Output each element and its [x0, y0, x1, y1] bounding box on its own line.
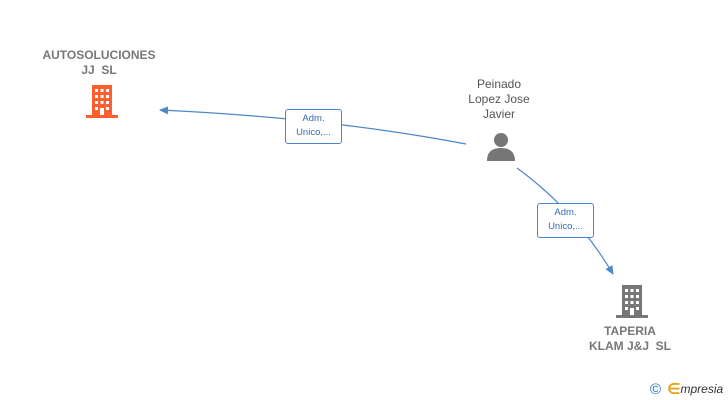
- edge-label-line-2: Unico,...: [296, 127, 331, 138]
- person-name-line-1: Peinado: [476, 77, 522, 91]
- company-name-line-1: TAPERIA: [604, 324, 656, 338]
- company-label-taperia[interactable]: TAPERIA KLAM J&J SL: [570, 324, 690, 354]
- edge-label-line-1: Adm.: [554, 207, 577, 218]
- person-icon[interactable]: [486, 131, 516, 161]
- edge-label-line-1: Adm.: [302, 113, 325, 124]
- company-name-line-2: KLAM J&J SL: [588, 339, 671, 353]
- person-label[interactable]: Peinado Lopez Jose Javier: [454, 77, 544, 122]
- building-icon[interactable]: [86, 84, 118, 120]
- edge-label-line-2: Unico,...: [548, 221, 583, 232]
- company-name-line-1: AUTOSOLUCIONES: [42, 48, 156, 62]
- copyright-icon: ©: [650, 380, 662, 398]
- building-icon[interactable]: [616, 284, 648, 320]
- company-label-autosoluciones[interactable]: AUTOSOLUCIONES JJ SL: [34, 48, 164, 78]
- brand-logo-e: ∈: [667, 381, 681, 398]
- person-name-line-3: Javier: [482, 107, 515, 121]
- company-name-line-2: JJ SL: [81, 63, 117, 77]
- person-name-line-2: Lopez Jose: [468, 92, 530, 106]
- brand-name: mpresia: [680, 382, 724, 396]
- brand-watermark: © ∈ mpresia: [650, 379, 723, 399]
- edge-label-role[interactable]: Adm. Unico,...: [285, 109, 342, 144]
- edge-label-role[interactable]: Adm. Unico,...: [537, 203, 594, 238]
